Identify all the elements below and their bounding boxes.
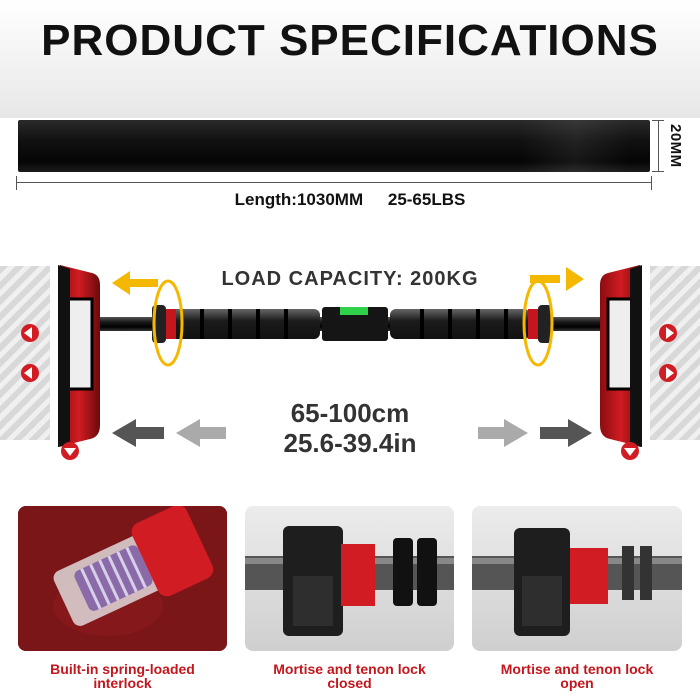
length-info: Length:1030MM 25-65LBS bbox=[0, 190, 700, 210]
length-dimension-tick-left bbox=[16, 176, 17, 190]
resistance-label: 25-65LBS bbox=[387, 190, 466, 209]
page-title: PRODUCT SPECIFICATIONS bbox=[41, 16, 659, 65]
range-inches: 25.6-39.4in bbox=[283, 428, 417, 458]
left-grip bbox=[170, 309, 320, 339]
left-wall bbox=[0, 266, 50, 440]
title-banner bbox=[0, 0, 700, 118]
pull-up-bar-illustration bbox=[21, 265, 677, 460]
width-range: 65-100cm 25.6-39.4in bbox=[0, 398, 700, 458]
caption-line: Built-in spring-loaded bbox=[50, 661, 195, 677]
length-dimension-tick-right bbox=[651, 176, 652, 190]
length-label: Length:1030MM bbox=[234, 190, 364, 209]
band-highlight bbox=[520, 120, 630, 172]
caption-lock-open: Mortise and tenon lock open bbox=[472, 662, 682, 690]
thickness-dimension-line bbox=[658, 120, 659, 172]
length-dimension-line bbox=[16, 182, 652, 183]
lock-open-image bbox=[472, 528, 682, 636]
caption-line: Mortise and tenon lock bbox=[500, 661, 654, 677]
caption-line: interlock bbox=[93, 675, 152, 691]
center-level bbox=[322, 307, 388, 341]
right-grip bbox=[390, 309, 530, 339]
lock-closed-image bbox=[245, 526, 454, 636]
caption-line: open bbox=[560, 675, 594, 691]
caption-lock-closed: Mortise and tenon lock closed bbox=[245, 662, 454, 690]
caption-line: Mortise and tenon lock bbox=[273, 661, 426, 677]
caption-spring-interlock: Built-in spring-loaded interlock bbox=[18, 662, 227, 690]
lock-open-panel bbox=[472, 506, 682, 651]
level-bubble-icon bbox=[340, 307, 368, 315]
load-capacity-label: LOAD CAPACITY: 200KG bbox=[221, 268, 479, 290]
spring-interlock-panel bbox=[18, 506, 227, 651]
caption-line: closed bbox=[327, 675, 372, 691]
thickness-dimension-tick-bottom bbox=[652, 171, 664, 172]
thickness-label: 20MM bbox=[667, 124, 684, 168]
lock-closed-panel bbox=[245, 506, 454, 651]
right-end-pad bbox=[600, 265, 642, 447]
resistance-band-image bbox=[18, 120, 650, 172]
spring-interlock-image bbox=[18, 506, 227, 651]
range-cm: 65-100cm bbox=[290, 398, 410, 428]
expand-arrow-icon bbox=[112, 267, 584, 295]
width-arrow-icon bbox=[112, 419, 592, 447]
thickness-dimension-tick-top bbox=[652, 120, 664, 121]
right-wall bbox=[650, 266, 700, 440]
down-arrow-icon bbox=[61, 442, 639, 460]
left-end-pad bbox=[58, 265, 100, 447]
push-arrow-icon bbox=[21, 324, 677, 382]
